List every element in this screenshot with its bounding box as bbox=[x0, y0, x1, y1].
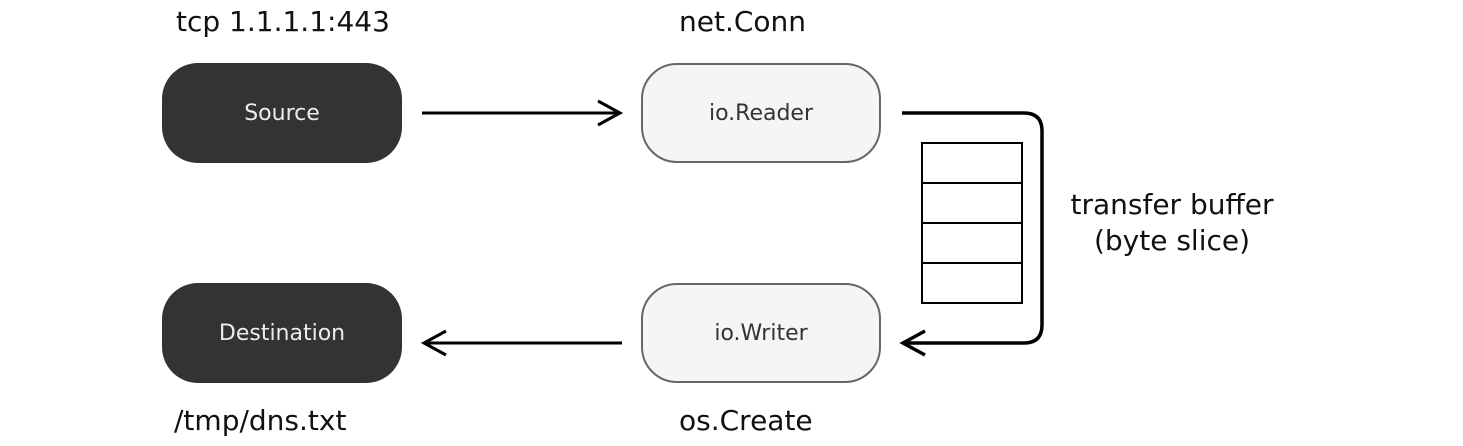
writer-to-destination-arrow bbox=[420, 329, 622, 357]
buffer-label-line2: (byte slice) bbox=[1093, 224, 1251, 258]
source-to-reader-arrow bbox=[422, 99, 624, 127]
writer-node: io.Writer bbox=[641, 283, 881, 383]
buffer-label-line1: transfer buffer bbox=[1070, 188, 1274, 221]
reader-node: io.Reader bbox=[641, 63, 881, 163]
reader-to-writer-arrow bbox=[899, 111, 1044, 357]
writer-impl-label: os.Create bbox=[679, 404, 813, 437]
reader-node-label: io.Reader bbox=[708, 100, 814, 126]
destination-path-label: /tmp/dns.txt bbox=[174, 404, 347, 437]
writer-node-label: io.Writer bbox=[714, 320, 808, 346]
destination-node: Destination bbox=[162, 283, 402, 383]
reader-impl-label: net.Conn bbox=[679, 5, 807, 38]
buffer-cell bbox=[921, 142, 1023, 184]
source-node-label: Source bbox=[244, 100, 320, 126]
buffer-label: transfer buffer (byte slice) bbox=[1052, 187, 1292, 260]
source-node: Source bbox=[162, 63, 402, 163]
buffer-cell bbox=[921, 182, 1023, 224]
buffer-cell bbox=[921, 262, 1023, 304]
buffer-stack bbox=[921, 142, 1023, 304]
buffer-cell bbox=[921, 222, 1023, 264]
destination-node-label: Destination bbox=[218, 320, 346, 346]
source-address-label: tcp 1.1.1.1:443 bbox=[176, 5, 390, 38]
